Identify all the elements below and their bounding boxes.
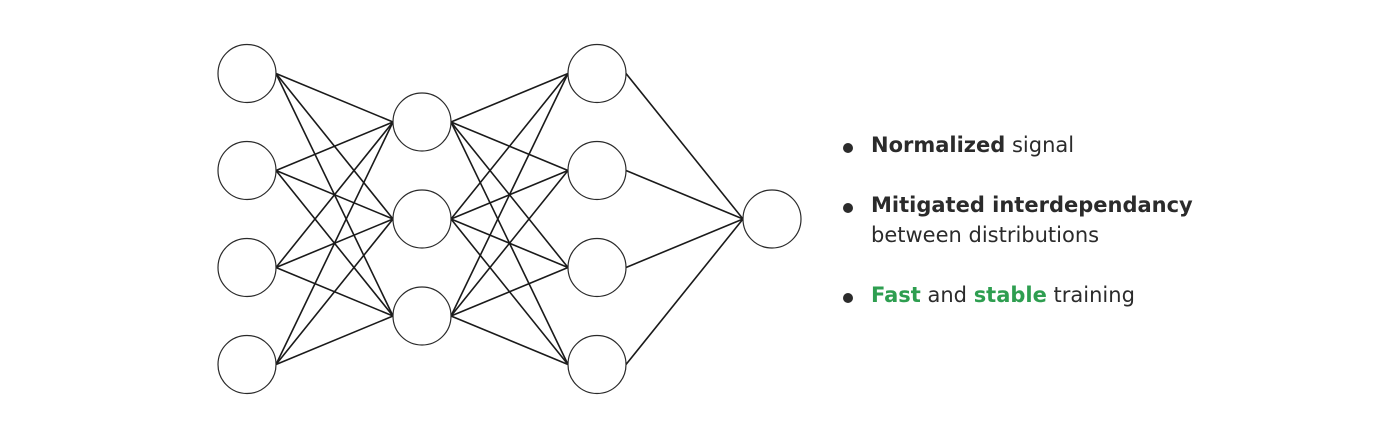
bullet-3-accent-fast: Fast [871,283,921,307]
edge-l1n4-l2n1 [275,121,394,365]
bullet-2-line2: between distributions [871,223,1100,247]
network-nodes [217,43,802,395]
bullet-mitigated-interdependancy: Mitigated interdependancy between distri… [843,190,1363,250]
bullet-dot-icon [843,293,853,303]
edge-l2n2-l3n1 [450,72,569,220]
bullet-3-accent-stable: stable [973,283,1047,307]
edge-l1n3-l2n1 [275,121,394,269]
edge-l2n3-l3n1 [450,73,569,317]
node-layer3-2 [567,140,627,201]
bullet-normalized-signal: Normalized signal [843,130,1363,160]
feature-list: Normalized signal Mitigated interdependa… [843,130,1363,310]
edge-l1n2-l2n1 [275,121,394,172]
edge-l1n1-l2n1 [275,72,394,123]
node-layer1-1 [217,43,277,104]
edge-l3n1-l4n1 [625,72,744,220]
bullet-2-strong: Mitigated interdependancy [871,193,1193,217]
edge-l1n4-l2n2 [275,218,394,366]
bullet-1-strong: Normalized [871,133,1006,157]
bullet-fast-stable-training: Fast and stable training [843,280,1363,310]
bullet-dot-icon [843,203,853,213]
edge-l2n1-l3n1 [450,72,569,123]
edge-l3n3-l4n1 [625,218,744,269]
node-layer3-3 [567,237,627,298]
node-layer3-1 [567,43,627,104]
bullet-3-mid: and [920,283,974,307]
node-layer2-3 [392,286,452,346]
bullet-3-rest: training [1046,283,1135,307]
node-layer3-4 [567,334,627,395]
edge-l3n2-l4n1 [625,169,744,220]
edge-l2n3-l3n4 [450,315,569,366]
node-layer2-1 [392,92,452,152]
node-layer1-2 [217,140,277,201]
network-edges [275,72,744,366]
edge-l2n3-l3n3 [450,266,569,317]
edge-l2n3-l3n2 [450,169,569,317]
node-layer2-2 [392,189,452,249]
edge-l3n4-l4n1 [625,218,744,366]
node-layer1-4 [217,334,277,395]
bullet-dot-icon [843,143,853,153]
bullet-1-rest: signal [1005,133,1075,157]
edge-l1n4-l2n3 [275,315,394,366]
node-layer1-3 [217,237,277,298]
node-layer4-1 [742,189,802,249]
